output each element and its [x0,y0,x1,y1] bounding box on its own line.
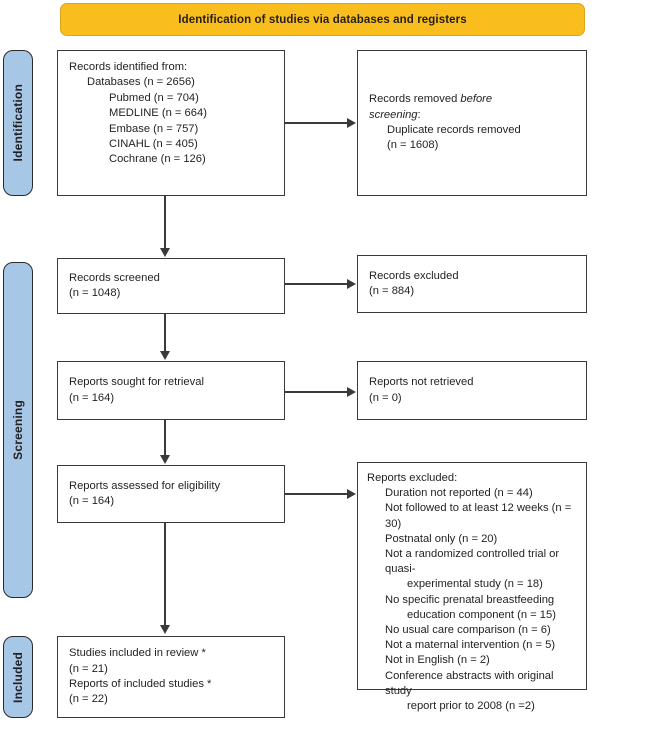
studies-included-line-4: (n = 22) [69,693,108,706]
reports-excluded-reason: Conference abstracts with original study [385,669,557,697]
records-screened-label: Records screened [69,271,160,284]
reports-excluded-reason: No usual care comparison (n = 6) [385,624,551,637]
box-reports-assessed: Reports assessed for eligibility (n = 16… [57,465,285,523]
reports-not-retrieved-label: Reports not retrieved [369,376,474,389]
records-identified-line: Databases (n = 2656) [87,76,195,89]
reports-excluded-reason-cont: education component (n = 15) [407,608,556,621]
arrowhead-screened-to-excluded [347,278,356,289]
stage-label-included-text: Included [11,651,25,703]
records-identified-line: Pubmed (n = 704) [109,91,199,104]
box-reports-excluded-reasons: Reports excluded: Duration not reported … [357,462,587,712]
reports-excluded-reason: No specific prenatal breastfeeding [385,593,555,606]
reports-excluded-reason: Not in English (n = 2) [385,654,490,667]
arrowhead-assessed-to-included [160,625,171,634]
connector-screened-to-excluded [285,283,348,285]
reports-excluded-reason-cont: report prior to 2008 (n =2) [407,700,535,713]
connector-assessed-to-reasons [285,493,348,495]
arrowhead-assessed-to-reasons [347,488,356,499]
reports-excluded-reason-cont: experimental study (n = 18) [407,578,543,591]
stage-label-identification-text: Identification [11,84,25,162]
records-removed-emphasis: before [460,93,493,106]
box-records-excluded: Records excluded (n = 884) [357,255,587,313]
records-excluded-count: (n = 884) [369,285,415,297]
box-studies-included: Studies included in review * (n = 21) Re… [57,636,285,718]
records-identified-line: CINAHL (n = 405) [109,138,198,151]
records-excluded-label: Records excluded [369,269,459,282]
box-records-screened: Records screened (n = 1048) [57,258,285,314]
banner-identification-header: Identification of studies via databases … [60,3,585,36]
arrowhead-screened-to-sought [160,351,171,360]
records-removed-line-2: screening: [369,108,575,123]
records-removed-emphasis: screening [369,108,418,121]
reports-excluded-reason: Not a maternal intervention (n = 5) [385,639,556,652]
connector-sought-to-not-retrieved [285,391,348,393]
studies-included-line-1: Studies included in review * [69,647,206,660]
stage-label-screening-text: Screening [11,400,25,460]
records-removed-line-3: Duplicate records removed [387,124,521,136]
stage-label-identification: Identification [3,50,33,196]
connector-assessed-to-included [164,523,166,626]
studies-included-line-3: Reports of included studies * [69,678,212,690]
box-records-removed: Records removed before screening: Duplic… [357,50,587,196]
arrowhead-identified-to-screened [160,248,171,257]
banner-title: Identification of studies via databases … [178,13,467,26]
connector-screened-to-sought [164,314,166,352]
box-reports-sought: Reports sought for retrieval (n = 164) [57,361,285,420]
reports-excluded-reason: Postnatal only (n = 20) [385,532,498,545]
connector-identified-to-screened [164,196,166,249]
records-removed-line-1: Records removed before [369,92,575,107]
records-identified-line: MEDLINE (n = 664) [109,107,207,120]
studies-included-line-2: (n = 21) [69,662,108,675]
reports-excluded-heading: Reports excluded: [367,472,458,484]
arrowhead-sought-to-assessed [160,455,171,464]
reports-assessed-count: (n = 164) [69,495,115,507]
arrowhead-sought-to-not-retrieved [347,386,356,397]
records-screened-count: (n = 1048) [69,287,121,299]
records-identified-line: Embase (n = 757) [109,122,199,135]
reports-assessed-label: Reports assessed for eligibility [69,479,221,492]
arrowhead-identified-to-removed [347,117,356,128]
reports-excluded-reason: Not followed to at least 12 weeks (n = 3… [385,502,575,530]
connector-sought-to-assessed [164,420,166,456]
box-reports-not-retrieved: Reports not retrieved (n = 0) [357,361,587,420]
reports-excluded-reason: Duration not reported (n = 44) [385,487,533,500]
stage-label-included: Included [3,636,33,718]
records-removed-line-4: (n = 1608) [387,139,439,152]
records-removed-text: Records removed [369,93,461,106]
connector-identified-to-removed [285,122,348,124]
reports-sought-label: Reports sought for retrieval [69,376,204,389]
records-removed-text: : [417,108,421,121]
stage-label-screening: Screening [3,262,33,598]
reports-not-retrieved-count: (n = 0) [369,391,402,404]
records-identified-line: Records identified from: [69,61,188,73]
reports-excluded-reason: Not a randomized controlled trial or qua… [385,548,563,576]
records-identified-line: Cochrane (n = 126) [109,153,206,166]
box-records-identified: Records identified from: Databases (n = … [57,50,285,196]
reports-sought-count: (n = 164) [69,391,115,404]
